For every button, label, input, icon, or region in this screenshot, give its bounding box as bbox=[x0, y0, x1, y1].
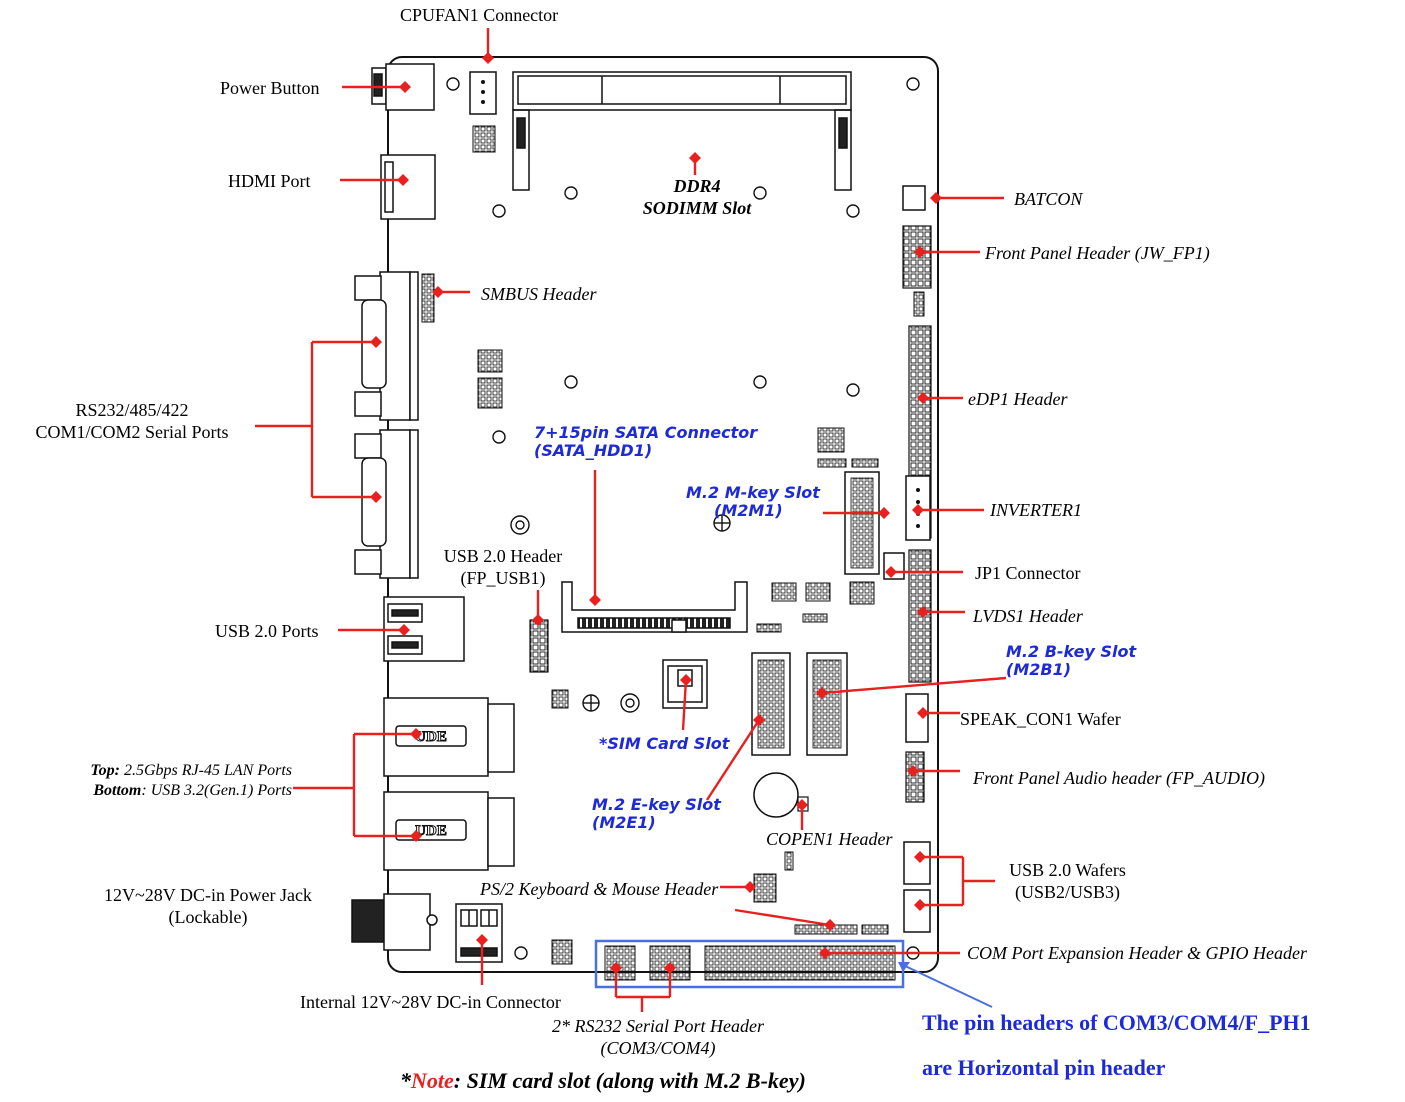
label-power-button: Power Button bbox=[220, 78, 320, 98]
label-lan-bottom: Bottom: USB 3.2(Gen.1) Ports bbox=[36, 781, 292, 801]
label-horizontal-line2: are Horizontal pin header bbox=[922, 1055, 1166, 1080]
label-ddr4-line1: DDR4 bbox=[673, 176, 721, 196]
label-ps2: PS/2 Keyboard & Mouse Header bbox=[480, 879, 719, 899]
label-note-star: * bbox=[400, 1068, 411, 1093]
label-usb20-header: USB 2.0 Header (FP_USB1) bbox=[428, 545, 578, 589]
label-cpufan: CPUFAN1 Connector bbox=[400, 5, 559, 25]
label-m2m-line2: (M2M1) bbox=[714, 501, 783, 520]
label-sim: *SIM Card Slot bbox=[599, 734, 730, 753]
label-fp-audio: Front Panel Audio header (FP_AUDIO) bbox=[973, 768, 1265, 788]
usb20-ports-shape bbox=[383, 596, 465, 662]
label-m2b-line1: M.2 B-key Slot bbox=[1006, 642, 1137, 661]
label-sata: 7+15pin SATA Connector (SATA_HDD1) bbox=[534, 424, 757, 460]
label-m2b-line2: (M2B1) bbox=[1006, 660, 1072, 679]
battery-shape bbox=[753, 772, 799, 818]
label-copen: COPEN1 Header bbox=[766, 829, 893, 849]
callout-pointer bbox=[902, 964, 993, 1008]
label-sata-line1: 7+15pin SATA Connector bbox=[534, 423, 758, 442]
label-hdmi: HDMI Port bbox=[228, 171, 311, 191]
hdmi-shape bbox=[380, 154, 436, 220]
sodimm-slot-shape bbox=[512, 71, 852, 191]
label-note: *Note: SIM card slot (along with M.2 B-k… bbox=[400, 1070, 806, 1092]
label-dc-jack-line2: (Lockable) bbox=[168, 907, 248, 927]
lvds-header-shape bbox=[908, 549, 932, 683]
label-sata-line2: (SATA_HDD1) bbox=[534, 441, 653, 460]
label-usb-wafers-line2: (USB2/USB3) bbox=[1014, 882, 1121, 902]
label-internal-dc: Internal 12V~28V DC-in Connector bbox=[300, 992, 561, 1012]
label-inverter: INVERTER1 bbox=[990, 500, 1082, 520]
label-m2-bkey: M.2 B-key Slot (M2B1) bbox=[1006, 643, 1136, 679]
label-ddr4: DDR4 SODIMM Slot bbox=[622, 175, 772, 219]
label-m2m-line1: M.2 M-key Slot bbox=[686, 483, 820, 502]
label-m2-ekey: M.2 E-key Slot (M2E1) bbox=[592, 796, 721, 832]
label-rs232-header: 2* RS232 Serial Port Header (COM3/COM4) bbox=[528, 1015, 788, 1059]
db9-ports bbox=[354, 271, 419, 579]
lan-logo-1: UDE bbox=[415, 729, 447, 745]
label-dc-jack: 12V~28V DC-in Power Jack (Lockable) bbox=[90, 884, 326, 928]
label-front-panel: Front Panel Header (JW_FP1) bbox=[985, 243, 1210, 263]
lan-usb-stacks bbox=[383, 697, 515, 871]
label-m2-mkey: M.2 M-key Slot (M2M1) bbox=[686, 484, 820, 520]
internal-dc-shape bbox=[455, 903, 503, 963]
label-rs232-header-line2: (COM3/COM4) bbox=[600, 1038, 716, 1058]
label-rs232-header-line1: 2* RS232 Serial Port Header bbox=[552, 1016, 764, 1036]
label-dc-jack-line1: 12V~28V DC-in Power Jack bbox=[104, 885, 312, 905]
marker-diamonds bbox=[370, 52, 942, 974]
label-lan-top: Top: 2.5Gbps RJ-45 LAN Ports bbox=[36, 761, 292, 781]
label-usb20-header-line1: USB 2.0 Header bbox=[443, 546, 563, 566]
label-batcon: BATCON bbox=[1014, 189, 1083, 209]
label-m2e-line2: (M2E1) bbox=[592, 813, 656, 832]
label-lvds1: LVDS1 Header bbox=[973, 606, 1083, 626]
label-speak: SPEAK_CON1 Wafer bbox=[960, 709, 1121, 729]
label-m2e-line1: M.2 E-key Slot bbox=[592, 795, 721, 814]
label-lan-bottom-bold: Bottom bbox=[93, 782, 142, 799]
label-com-expansion: COM Port Expansion Header & GPIO Header bbox=[967, 943, 1307, 963]
sata-connector-shape bbox=[561, 581, 748, 633]
label-usb-wafers: USB 2.0 Wafers (USB2/USB3) bbox=[995, 859, 1140, 903]
label-rs232-line2: COM1/COM2 Serial Ports bbox=[35, 422, 229, 442]
label-note-word: Note bbox=[411, 1068, 454, 1093]
label-lan-bottom-rest: : USB 3.2(Gen.1) Ports bbox=[141, 782, 292, 799]
dc-jack-shape bbox=[351, 893, 438, 951]
label-lan-usb: Top: 2.5Gbps RJ-45 LAN Ports Bottom: USB… bbox=[36, 761, 292, 801]
label-rs232-line1: RS232/485/422 bbox=[75, 400, 189, 420]
label-note-rest: : SIM card slot (along with M.2 B-key) bbox=[453, 1068, 806, 1093]
label-jp1: JP1 Connector bbox=[975, 563, 1081, 583]
label-edp1: eDP1 Header bbox=[968, 389, 1068, 409]
label-usb-wafers-line1: USB 2.0 Wafers bbox=[1009, 860, 1126, 880]
label-usb20-ports: USB 2.0 Ports bbox=[215, 621, 319, 641]
label-horizontal-line1: The pin headers of COM3/COM4/F_PH1 bbox=[922, 1010, 1311, 1035]
leader-lines bbox=[255, 28, 1007, 1012]
label-ddr4-line2: SODIMM Slot bbox=[642, 198, 752, 218]
lan-logo-2: UDE bbox=[415, 823, 447, 839]
label-lan-top-bold: Top: bbox=[90, 762, 120, 779]
label-lan-top-rest: 2.5Gbps RJ-45 LAN Ports bbox=[120, 762, 292, 779]
label-rs232-ports: RS232/485/422 COM1/COM2 Serial Ports bbox=[4, 399, 260, 443]
label-usb20-header-line2: (FP_USB1) bbox=[460, 568, 546, 588]
label-smbus: SMBUS Header bbox=[481, 284, 597, 304]
mounting-holes bbox=[446, 77, 920, 960]
